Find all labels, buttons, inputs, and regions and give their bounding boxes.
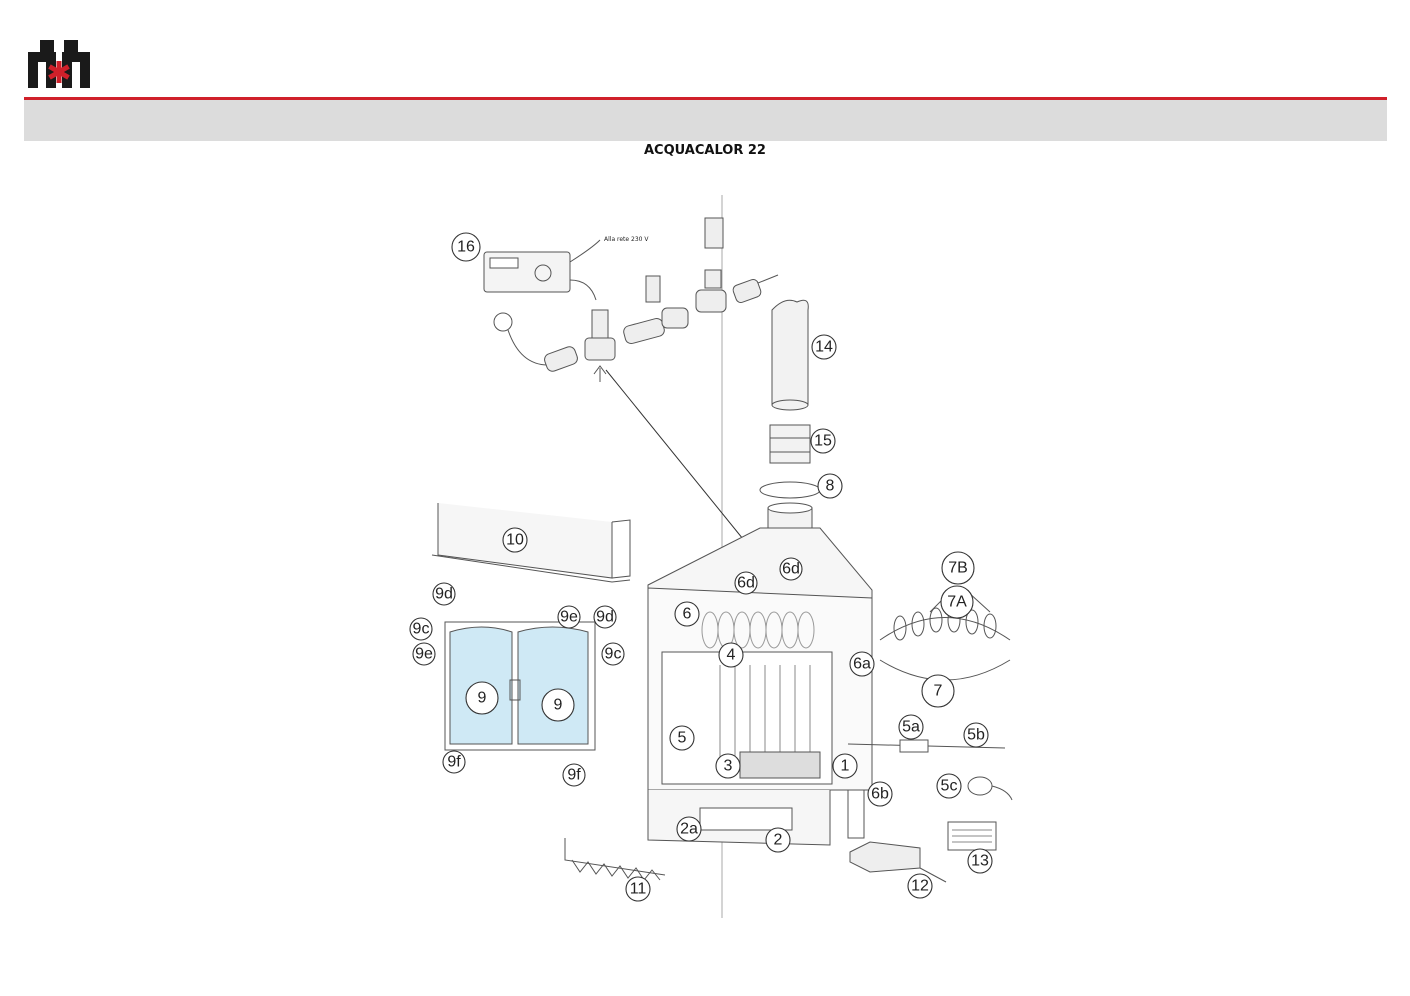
svg-text:11: 11 xyxy=(630,881,647,898)
side-tube-array xyxy=(879,617,1011,641)
svg-text:9e: 9e xyxy=(560,609,578,626)
part-callout-9c: 9c xyxy=(409,617,433,641)
svg-text:10: 10 xyxy=(506,532,524,549)
part-callout-3: 3 xyxy=(715,753,741,779)
svg-text:6a: 6a xyxy=(853,656,871,673)
clamp-ring xyxy=(759,481,821,499)
part-callout-7b: 7B xyxy=(941,551,975,585)
part-callout-5b: 5b xyxy=(963,722,989,748)
part-callout-2a: 2a xyxy=(676,816,702,842)
part-callout-5: 5 xyxy=(669,725,695,751)
svg-text:5b: 5b xyxy=(967,727,985,744)
svg-text:9f: 9f xyxy=(567,767,581,784)
part-callout-16: 16 xyxy=(451,232,481,262)
part-callout-9c: 9c xyxy=(601,642,625,666)
svg-text:3: 3 xyxy=(724,758,733,775)
part-callout-4: 4 xyxy=(718,642,744,668)
ash-drawer xyxy=(849,841,921,873)
svg-text:14: 14 xyxy=(815,339,833,356)
part-callout-6: 6 xyxy=(674,601,700,627)
part-callout-9f: 9f xyxy=(442,750,466,774)
ember-rack xyxy=(564,838,666,876)
part-callout-6a: 6a xyxy=(849,651,875,677)
control-unit-dial xyxy=(534,264,552,282)
svg-text:5a: 5a xyxy=(902,719,920,736)
part-callout-7a: 7A xyxy=(940,585,974,619)
header-grey-band xyxy=(24,100,1387,141)
svg-text:15: 15 xyxy=(814,433,832,450)
svg-text:6d: 6d xyxy=(737,575,755,592)
control-unit-label: Alla rete 230 V xyxy=(604,236,649,243)
part-callout-14: 14 xyxy=(811,334,837,360)
vent-grille xyxy=(699,807,793,831)
part-callout-9f: 9f xyxy=(562,763,586,787)
part-callout-5a: 5a xyxy=(898,714,924,740)
part-callout-12: 12 xyxy=(907,873,933,899)
rotisserie-motor xyxy=(967,776,993,796)
svg-text:6d: 6d xyxy=(782,561,800,578)
svg-text:5c: 5c xyxy=(941,778,958,795)
part-callout-5c: 5c xyxy=(936,773,962,799)
document-title: ACQUACALOR 22 xyxy=(644,143,766,158)
part-callout-9: 9 xyxy=(465,681,499,715)
svg-text:5: 5 xyxy=(678,730,687,747)
flow-arrow-icon xyxy=(593,365,607,382)
flue-pipe xyxy=(771,299,809,406)
svg-text:9: 9 xyxy=(554,697,563,714)
part-callout-9e: 9e xyxy=(412,642,436,666)
part-callout-2: 2 xyxy=(765,827,791,853)
pressure-gauge-icon xyxy=(493,312,513,332)
part-callout-13: 13 xyxy=(967,848,993,874)
part-callout-10: 10 xyxy=(502,527,528,553)
company-logo-icon xyxy=(28,40,90,88)
svg-text:2a: 2a xyxy=(680,821,698,838)
part-callout-6d: 6d xyxy=(734,571,758,595)
svg-text:2: 2 xyxy=(774,832,783,849)
part-callout-9d: 9d xyxy=(432,582,456,606)
svg-text:7A: 7A xyxy=(947,594,967,611)
svg-text:9e: 9e xyxy=(415,646,433,663)
door-glass-right xyxy=(517,626,589,745)
svg-text:4: 4 xyxy=(727,647,736,664)
svg-text:9d: 9d xyxy=(435,586,453,603)
part-callout-9e: 9e xyxy=(557,605,581,629)
svg-text:9d: 9d xyxy=(596,609,614,626)
svg-text:7B: 7B xyxy=(948,560,968,577)
part-callout-6d: 6d xyxy=(779,557,803,581)
header-red-rule xyxy=(24,97,1387,100)
part-callout-1: 1 xyxy=(832,753,858,779)
svg-text:8: 8 xyxy=(826,478,835,495)
svg-text:13: 13 xyxy=(971,853,989,870)
part-callout-8: 8 xyxy=(817,473,843,499)
svg-text:1: 1 xyxy=(841,758,850,775)
part-callout-9d: 9d xyxy=(593,605,617,629)
svg-text:16: 16 xyxy=(457,239,475,256)
svg-text:6: 6 xyxy=(683,606,692,623)
part-callout-15: 15 xyxy=(810,428,836,454)
part-callout-9: 9 xyxy=(541,688,575,722)
part-callout-7: 7 xyxy=(921,674,955,708)
part-callout-11: 11 xyxy=(625,876,651,902)
svg-text:9c: 9c xyxy=(605,646,622,663)
svg-text:7: 7 xyxy=(934,683,943,700)
svg-text:9f: 9f xyxy=(447,754,461,771)
part-callout-6b: 6b xyxy=(867,781,893,807)
svg-text:6b: 6b xyxy=(871,786,889,803)
svg-text:9: 9 xyxy=(478,690,487,707)
flue-coupler xyxy=(769,424,811,464)
svg-text:12: 12 xyxy=(911,878,929,895)
svg-text:9c: 9c xyxy=(413,621,430,638)
